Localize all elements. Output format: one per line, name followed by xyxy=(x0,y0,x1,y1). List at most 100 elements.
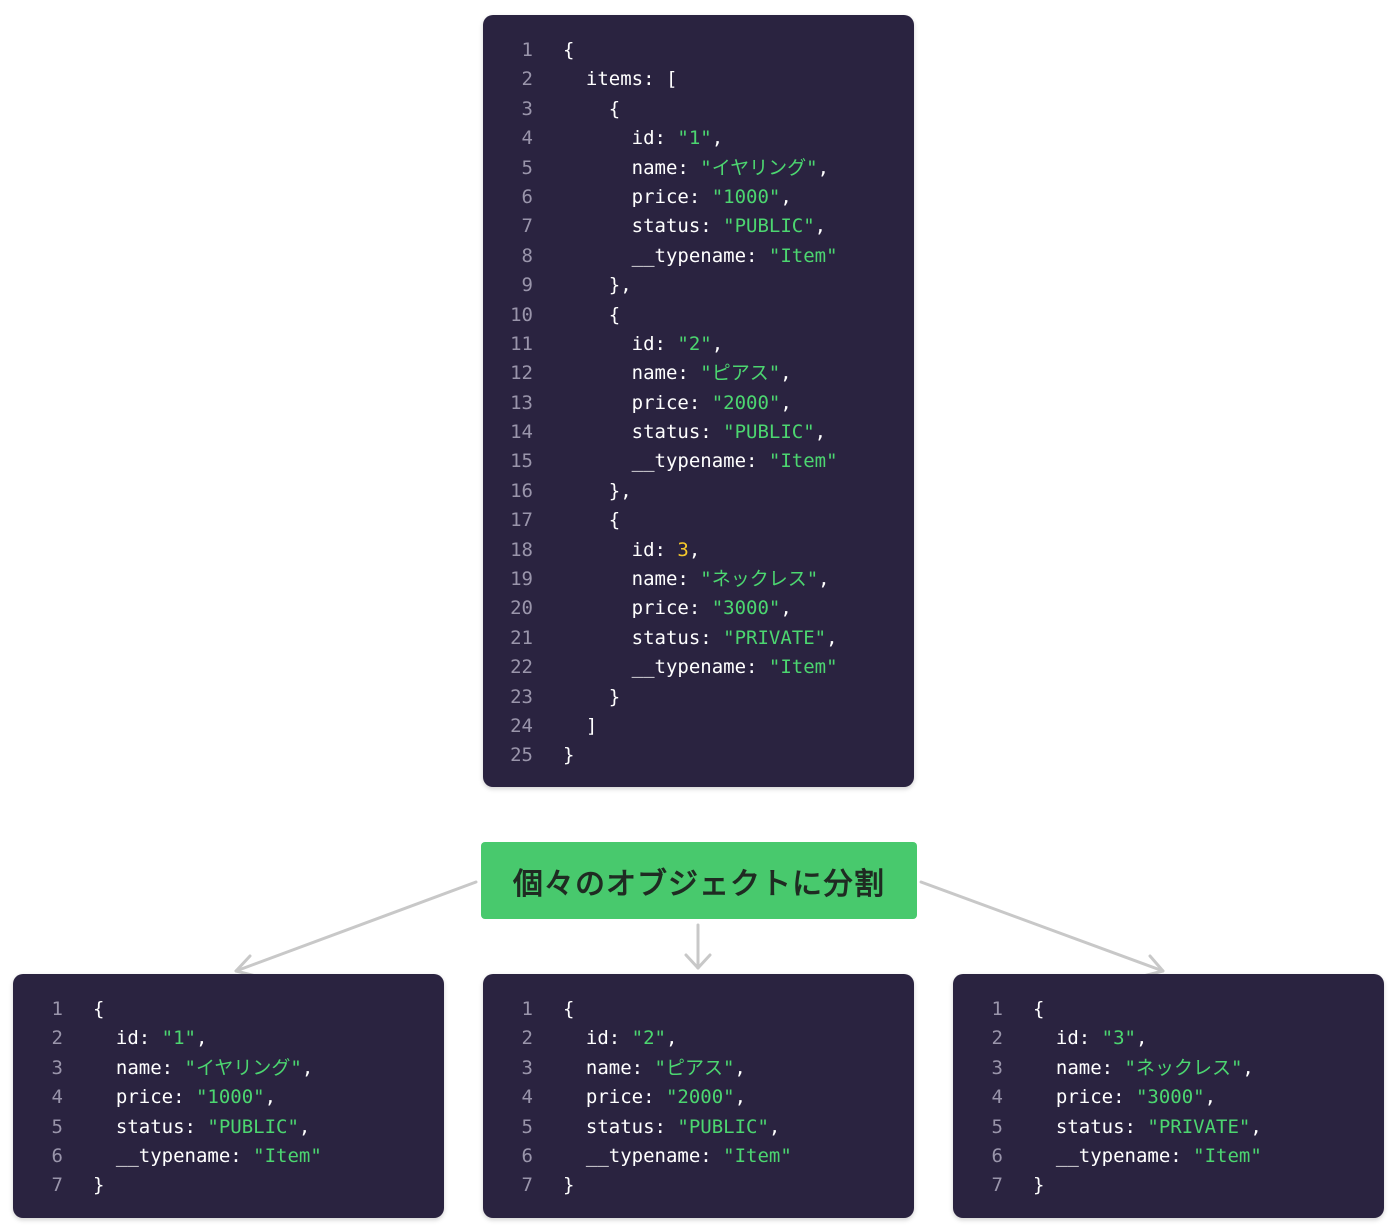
code-line: 4 price: "1000", xyxy=(13,1083,444,1112)
code-text: name: "イヤリング", xyxy=(533,154,829,183)
plain-token: , xyxy=(814,421,827,444)
code-text: } xyxy=(533,741,574,770)
code-line: 6 price: "1000", xyxy=(483,183,914,212)
plain-token: price: xyxy=(1033,1086,1136,1109)
line-number: 22 xyxy=(510,656,533,679)
line-number: 2 xyxy=(521,68,533,91)
code-text: name: "ピアス", xyxy=(533,1054,746,1083)
plain-token: id: xyxy=(1033,1027,1102,1050)
code-line: 2 id: "2", xyxy=(483,1024,914,1053)
code-line: 18 id: 3, xyxy=(483,536,914,565)
string-token: "1" xyxy=(161,1027,196,1050)
plain-token: , xyxy=(264,1086,277,1109)
code-text: id: "2", xyxy=(533,330,724,359)
code-line: 4 price: "2000", xyxy=(483,1083,914,1112)
plain-token: , xyxy=(665,1027,678,1050)
code-text: { xyxy=(533,301,620,330)
string-token: "PUBLIC" xyxy=(723,215,815,238)
line-number: 4 xyxy=(991,1086,1003,1109)
plain-token: price: xyxy=(563,597,712,620)
line-number: 4 xyxy=(521,127,533,150)
code-text: ] xyxy=(533,712,597,741)
code-text: name: "ネックレス", xyxy=(533,565,830,594)
line-number: 3 xyxy=(991,1056,1003,1079)
code-line: 6 __typename: "Item" xyxy=(483,1142,914,1171)
plain-token: status: xyxy=(1033,1115,1148,1138)
code-text: { xyxy=(533,95,620,124)
code-text: id: "2", xyxy=(533,1024,678,1053)
code-line: 11 id: "2", xyxy=(483,330,914,359)
plain-token: , xyxy=(780,391,792,414)
code-line: 3 name: "イヤリング", xyxy=(13,1054,444,1083)
plain-token: price: xyxy=(563,185,712,208)
code-text: { xyxy=(1003,995,1044,1024)
plain-token: } xyxy=(1033,1174,1045,1197)
plain-token: __typename: xyxy=(563,450,769,473)
code-text: }, xyxy=(533,271,632,300)
plain-token: } xyxy=(93,1174,105,1197)
code-text: } xyxy=(533,1171,574,1200)
line-number: 7 xyxy=(521,215,533,238)
plain-token: { xyxy=(563,97,621,120)
code-text: price: "2000", xyxy=(533,389,792,418)
code-text: __typename: "Item" xyxy=(63,1142,322,1171)
code-line: 2 id: "1", xyxy=(13,1024,444,1053)
plain-token: , xyxy=(734,1086,747,1109)
code-line: 7} xyxy=(13,1171,444,1200)
code-line: 24 ] xyxy=(483,712,914,741)
code-text: status: "PUBLIC", xyxy=(533,212,827,241)
plain-token: , xyxy=(1242,1056,1254,1079)
code-text: __typename: "Item" xyxy=(533,447,838,476)
code-line: 3 name: "ピアス", xyxy=(483,1054,914,1083)
line-number: 5 xyxy=(521,156,533,179)
line-number: 6 xyxy=(521,185,533,208)
plain-token: status: xyxy=(563,1115,678,1138)
plain-token: __typename: xyxy=(563,1144,724,1167)
code-text: id: "3", xyxy=(1003,1024,1148,1053)
plain-token: status: xyxy=(563,626,724,649)
code-text: price: "2000", xyxy=(533,1083,746,1112)
code-line: 6 __typename: "Item" xyxy=(13,1142,444,1171)
plain-token: { xyxy=(563,509,621,532)
plain-token: id: xyxy=(563,332,678,355)
line-number: 24 xyxy=(510,714,533,737)
line-number: 23 xyxy=(510,685,533,708)
line-number: 20 xyxy=(510,597,533,620)
line-number: 2 xyxy=(991,1027,1003,1050)
plain-token: { xyxy=(563,39,575,61)
string-token: "1" xyxy=(677,127,712,150)
code-line: 15 __typename: "Item" xyxy=(483,447,914,476)
plain-token: __typename: xyxy=(563,656,769,679)
code-text: { xyxy=(533,506,620,535)
line-number: 5 xyxy=(521,1115,533,1138)
string-token: "3" xyxy=(1101,1027,1136,1050)
plain-token: }, xyxy=(563,274,632,297)
code-line: 19 name: "ネックレス", xyxy=(483,565,914,594)
string-token: "PRIVATE" xyxy=(1147,1115,1251,1138)
number-token: 3 xyxy=(677,538,689,561)
string-token: "2000" xyxy=(711,391,781,414)
line-number: 16 xyxy=(510,479,533,502)
line-number: 2 xyxy=(521,1027,533,1050)
plain-token: price: xyxy=(563,391,712,414)
plain-token: , xyxy=(780,185,792,208)
code-line: 5 status: "PUBLIC", xyxy=(13,1113,444,1142)
plain-token: { xyxy=(1033,998,1045,1020)
line-number: 7 xyxy=(991,1174,1003,1197)
code-text: { xyxy=(533,36,574,65)
line-number: 12 xyxy=(510,362,533,385)
plain-token: status: xyxy=(563,215,724,238)
line-number: 7 xyxy=(51,1174,63,1197)
line-number: 9 xyxy=(521,274,533,297)
code-text: status: "PUBLIC", xyxy=(533,418,827,447)
line-number: 15 xyxy=(510,450,533,473)
line-number: 7 xyxy=(521,1174,533,1197)
string-token: "2" xyxy=(631,1027,666,1050)
line-number: 6 xyxy=(51,1144,63,1167)
line-number: 3 xyxy=(521,97,533,120)
plain-token: , xyxy=(814,215,827,238)
arrow-right-line xyxy=(919,880,1165,973)
code-line: 2 id: "3", xyxy=(953,1024,1384,1053)
line-number: 11 xyxy=(510,332,533,355)
line-number: 17 xyxy=(510,509,533,532)
